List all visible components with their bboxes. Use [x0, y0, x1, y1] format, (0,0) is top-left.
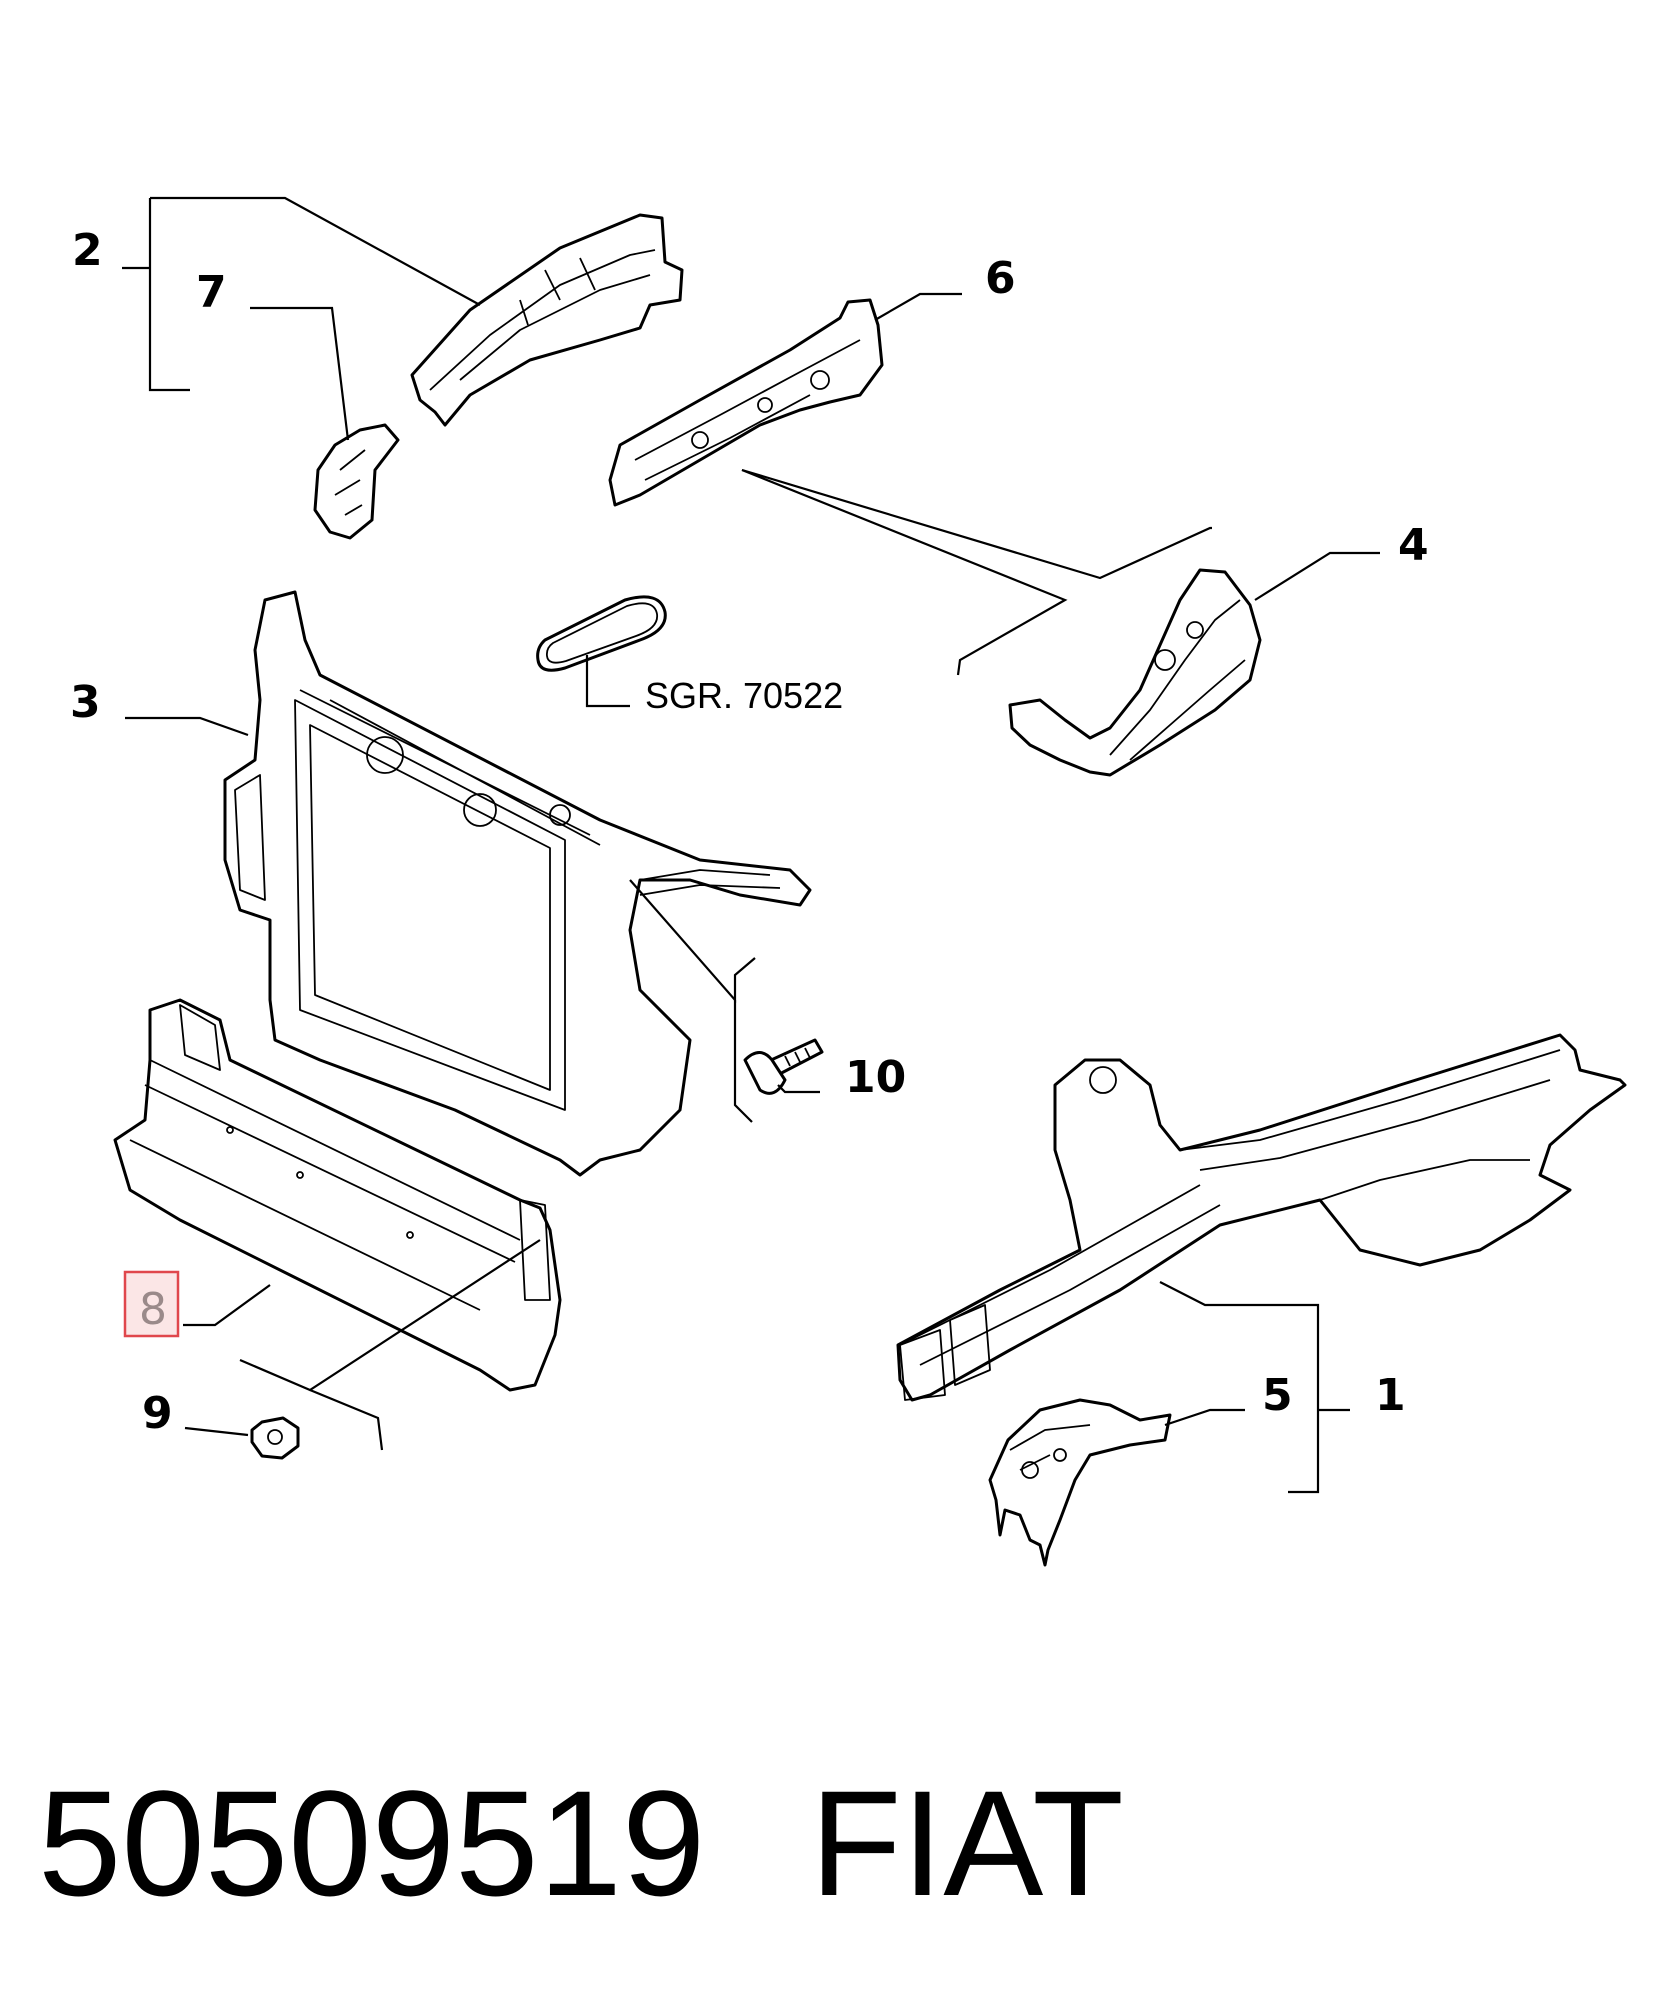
callout-8[interactable]: 8	[139, 1284, 167, 1335]
callout-4: 4	[1398, 520, 1429, 571]
part-5-lower-bracket	[988, 1398, 1172, 1567]
callout-numbers: 2 7 6 4 3 10 9 5 1 8	[70, 225, 1429, 1439]
callout-3: 3	[70, 677, 101, 728]
part-2-bracket-rail	[410, 213, 684, 427]
callout-10: 10	[845, 1052, 906, 1103]
callout-2: 2	[72, 225, 103, 276]
part-9-nut	[250, 1416, 300, 1460]
callout-6: 6	[985, 253, 1016, 304]
callout-1: 1	[1375, 1370, 1406, 1421]
part-6-upper-rail	[608, 298, 884, 507]
leader-lines	[122, 196, 1380, 1494]
callout-9: 9	[142, 1388, 173, 1439]
reference-label-sgr: SGR. 70522	[645, 675, 843, 716]
part-7-small-bracket	[313, 423, 400, 540]
part-1-side-rail-assembly	[896, 1033, 1627, 1402]
callout-7: 7	[196, 267, 227, 318]
footer-part-number: 50509519	[38, 1759, 706, 1927]
part-3-front-panel-frame	[223, 590, 812, 1177]
callout-5: 5	[1262, 1370, 1293, 1421]
footer-brand: FIAT	[810, 1759, 1124, 1927]
callout-8-highlight[interactable]	[123, 1270, 180, 1338]
part-10-bolt	[743, 1038, 824, 1095]
part-8-bumper-crossmember	[113, 998, 562, 1392]
part-4-right-bracket	[1008, 568, 1262, 777]
oval-seal-grommet	[536, 595, 667, 672]
